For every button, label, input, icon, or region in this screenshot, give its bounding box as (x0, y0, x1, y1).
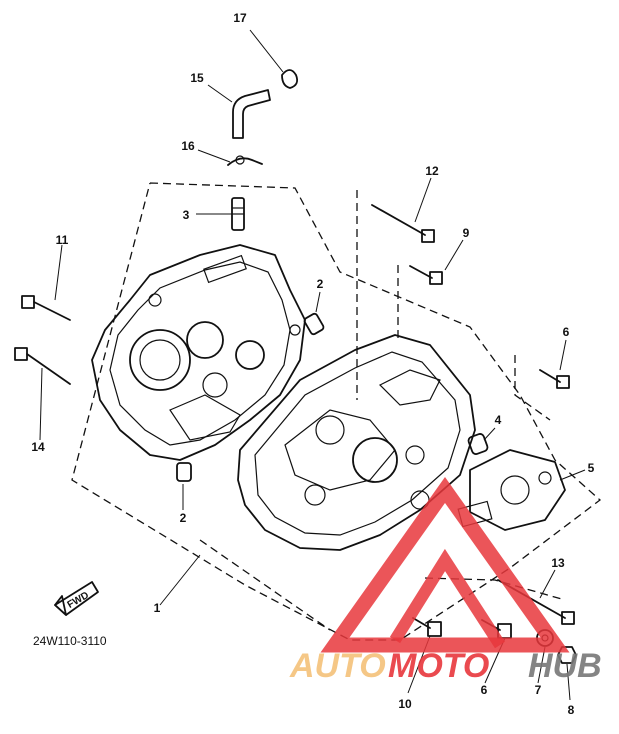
bolt-14 (14, 347, 71, 385)
callout-8: 8 (568, 703, 575, 717)
part-code-label: 24W110-3110 (33, 634, 107, 648)
watermark-moto: MOTO (388, 647, 489, 685)
forward-arrow-icon: FWD (54, 581, 99, 616)
leader-lines (39, 29, 586, 701)
callout-5: 5 (588, 461, 595, 475)
bolt-12 (371, 204, 435, 243)
watermark-hub: HUB (528, 647, 602, 685)
bolt-9 (409, 265, 443, 285)
callout-17: 17 (233, 11, 247, 25)
left-crankcase-half (91, 244, 306, 461)
hose-clamp (281, 69, 299, 89)
dowel-pin-lower (176, 462, 192, 482)
callout-numbers: 17 15 16 3 11 14 2 2 12 9 6 4 5 13 10 6 … (31, 11, 594, 717)
callout-12: 12 (425, 164, 439, 178)
callout-7: 7 (535, 683, 542, 697)
dowel-pin-4 (467, 433, 489, 455)
callout-1: 1 (154, 601, 161, 615)
bolt-10 (412, 617, 442, 637)
callout-14: 14 (31, 440, 45, 454)
oil-pump-assembly (457, 449, 566, 531)
callout-9: 9 (463, 226, 470, 240)
callout-2-lower: 2 (180, 511, 187, 525)
bolt-11 (21, 295, 71, 321)
breather-hose (232, 89, 271, 139)
fwd-label: FWD (66, 590, 91, 611)
watermark-auto: AUTO (289, 647, 386, 685)
right-crankcase-half (237, 334, 476, 551)
callout-10: 10 (398, 697, 412, 711)
callout-16: 16 (181, 139, 195, 153)
dowel-pin-upper (303, 312, 325, 336)
callout-11: 11 (56, 233, 69, 247)
callout-2-upper: 2 (317, 277, 324, 291)
callout-3: 3 (183, 208, 190, 222)
nut-8 (557, 646, 577, 664)
automotohub-watermark: AUTO MOTO HUB (289, 647, 602, 685)
hose-clip (227, 155, 263, 166)
assembly-outline (71, 182, 602, 641)
callout-6-lower: 6 (481, 683, 488, 697)
callout-15: 15 (190, 71, 204, 85)
callout-4: 4 (495, 413, 502, 427)
breather-union (231, 197, 245, 231)
callout-6-upper: 6 (563, 325, 570, 339)
callout-13: 13 (551, 556, 565, 570)
automotohub-logo-mark (320, 477, 570, 653)
bolt-6-upper (539, 369, 570, 389)
